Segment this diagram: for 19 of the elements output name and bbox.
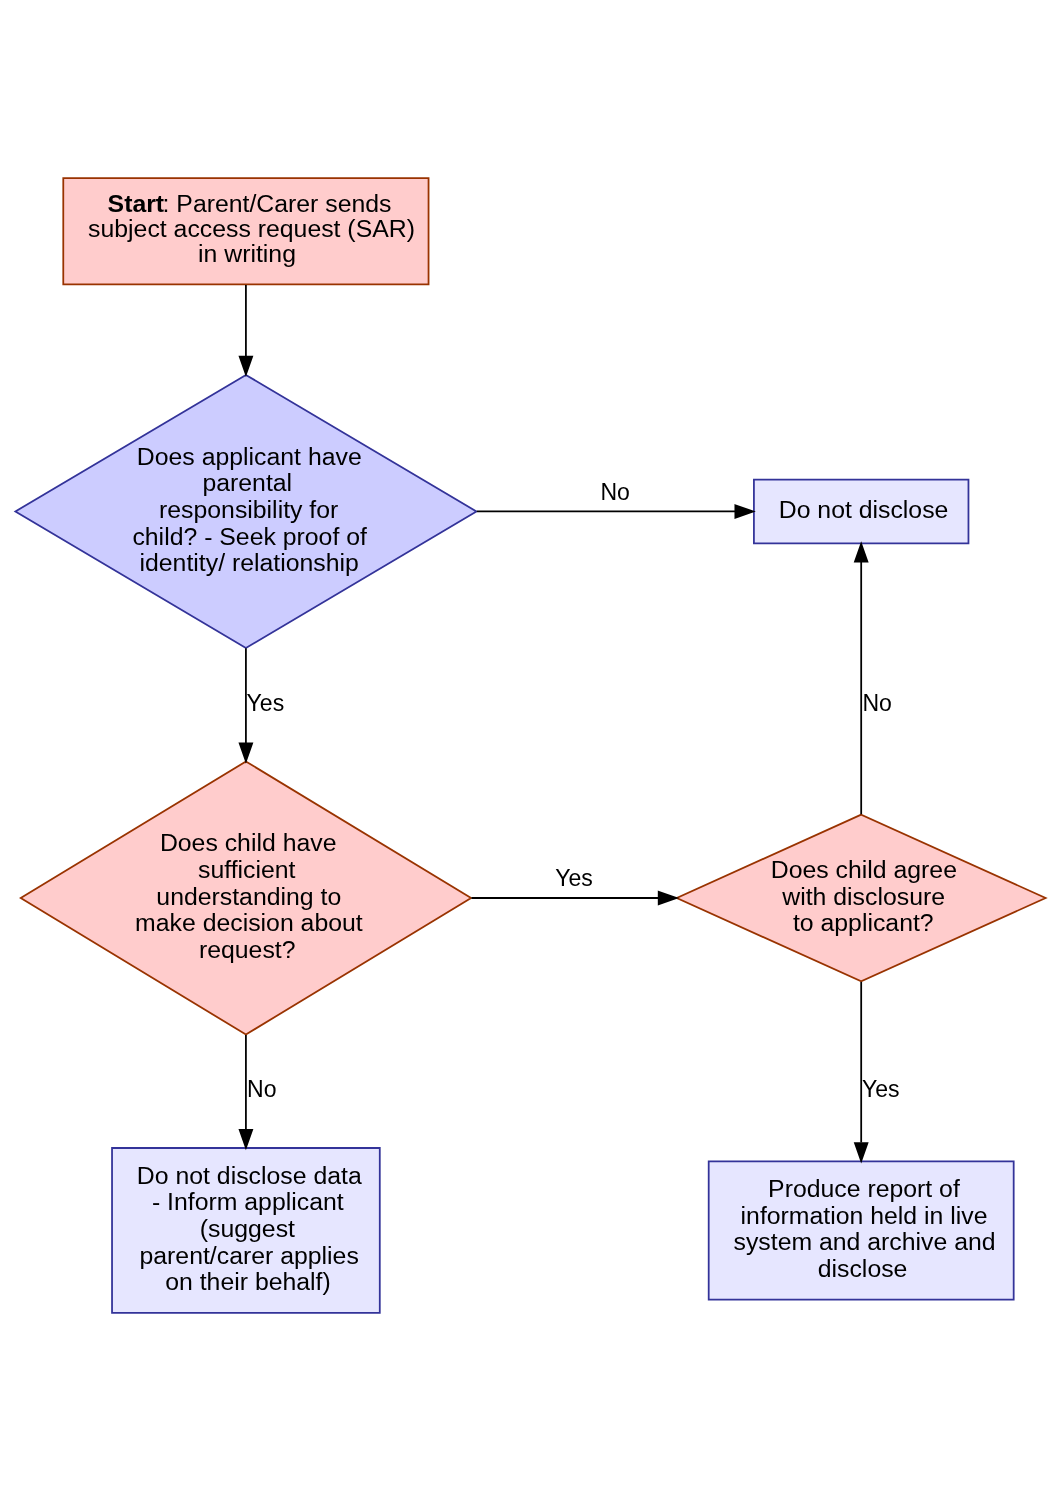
node-diamond: Does applicant have parental responsibility for child? - Seek proof of identity/ relationship [13,373,479,649]
node-box: Produce report of information held in live system and archive and disclose [707,1159,1015,1300]
edge-label: Yes [246,689,285,716]
edge-label: No [247,1075,277,1102]
edge-label: No [600,478,630,505]
arrow [475,503,756,519]
node-diamond: Does child have sufficient understanding to make decision about request? [19,759,473,1036]
arrow [238,646,254,764]
node-box: Do not disclose [753,478,970,544]
arrow [238,1033,254,1150]
edge-label: Yes [555,864,593,891]
edge-label: No [862,689,892,716]
arrow [853,980,869,1164]
arrow [238,283,254,377]
node-box: Start: Parent/Carer sends subject access request (SAR) in writing [62,176,430,285]
arrow [853,540,869,815]
node-box: Do not disclose data - Inform applicant (suggest parent/carer applies on their behalf) [111,1146,381,1314]
arrow [470,890,680,905]
edge-label: Yes [861,1075,900,1102]
